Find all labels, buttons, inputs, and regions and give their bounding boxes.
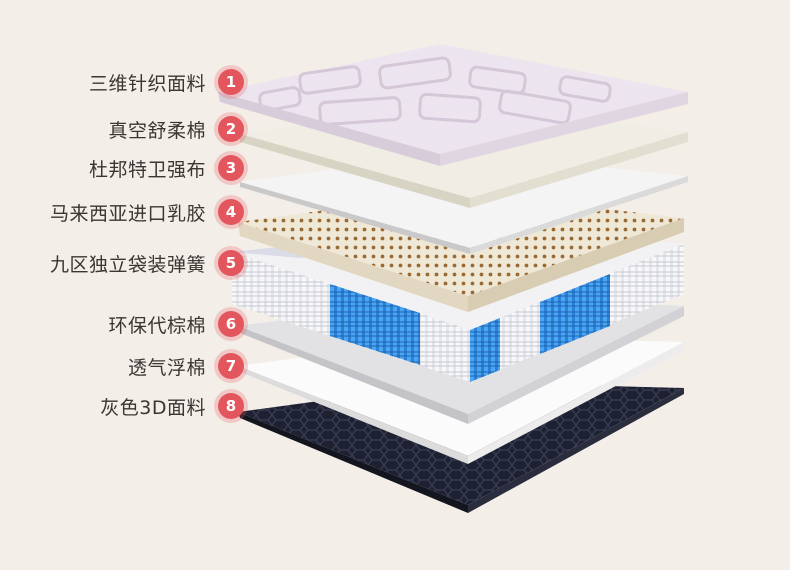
layer-label-row: 灰色3D面料 8 bbox=[0, 390, 250, 422]
layer-number-badge: 6 bbox=[218, 311, 244, 337]
layer-label: 透气浮棉 bbox=[127, 356, 206, 379]
layer-label: 灰色3D面料 bbox=[100, 396, 206, 419]
layer-label-row: 真空舒柔棉 2 bbox=[0, 113, 250, 145]
layer-label: 杜邦特卫强布 bbox=[88, 158, 206, 181]
layer-label-row: 透气浮棉 7 bbox=[0, 350, 250, 382]
layer-label: 环保代棕棉 bbox=[108, 314, 206, 337]
layer-label: 真空舒柔棉 bbox=[108, 119, 206, 142]
layer-knitted-fabric bbox=[218, 44, 688, 166]
layer-label: 马来西亚进口乳胶 bbox=[49, 202, 206, 225]
layer-number-badge: 4 bbox=[218, 199, 244, 225]
layer-number-badge: 3 bbox=[218, 155, 244, 181]
layer-label: 三维针织面料 bbox=[88, 72, 206, 95]
layer-label-row: 环保代棕棉 6 bbox=[0, 308, 250, 340]
layer-label-row: 马来西亚进口乳胶 4 bbox=[0, 196, 250, 228]
layer-label-row: 三维针织面料 1 bbox=[0, 66, 250, 98]
layer-label-row: 九区独立袋装弹簧 5 bbox=[0, 247, 250, 279]
layer-label-row: 杜邦特卫强布 3 bbox=[0, 152, 250, 184]
layer-number-badge: 7 bbox=[218, 353, 244, 379]
layer-label: 九区独立袋装弹簧 bbox=[49, 253, 206, 276]
layer-number-badge: 5 bbox=[218, 250, 244, 276]
layer-number-badge: 2 bbox=[218, 116, 244, 142]
layer-number-badge: 1 bbox=[218, 69, 244, 95]
layer-number-badge: 8 bbox=[218, 393, 244, 419]
